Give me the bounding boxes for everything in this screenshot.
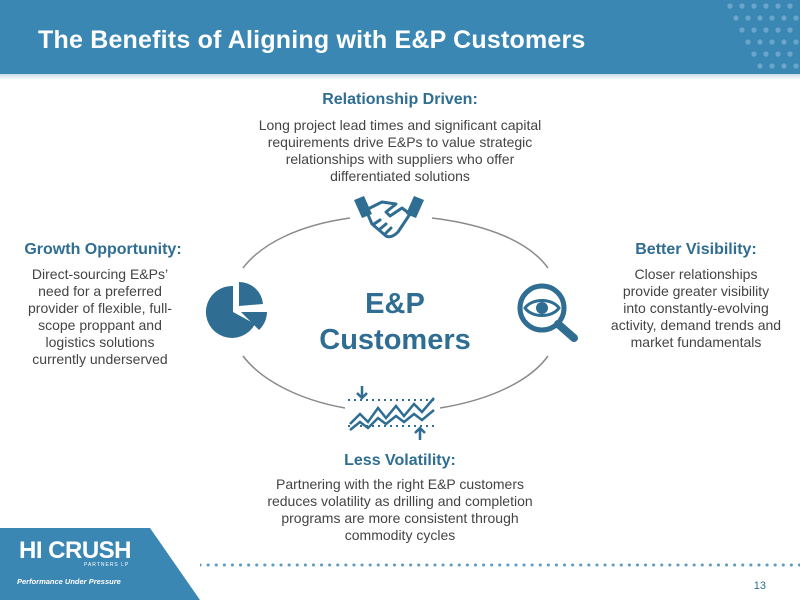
center-line-1: E&P (365, 288, 425, 320)
page-title: The Benefits of Aligning with E&P Custom… (38, 26, 586, 54)
growth-line: scope proppant and (38, 317, 162, 333)
volatility-chart-icon (348, 386, 436, 440)
relationship-line: differentiated solutions (330, 168, 470, 184)
growth-line: logistics solutions (45, 334, 155, 350)
visibility-heading: Better Visibility: (635, 241, 757, 258)
center-label: E&P Customers (290, 286, 500, 358)
decorative-dots (727, 3, 799, 69)
center-line-2: Customers (319, 324, 471, 356)
relationship-line: requirements drive E&Ps to value strateg… (267, 134, 533, 150)
relationship-line: relationships with suppliers who offer (285, 151, 515, 167)
visibility-line: provide greater visibility (622, 283, 770, 299)
visibility-body: Closer relationships provide greater vis… (592, 266, 800, 351)
eye-magnifier-icon (517, 283, 578, 342)
growth-line: currently underserved (32, 351, 168, 367)
volatility-line: programs are more consistent through (281, 510, 519, 526)
company-logo: HI CRUSH (19, 537, 132, 564)
header-shadow (0, 74, 800, 80)
volatility-body: Partnering with the right E&P customers … (215, 476, 585, 544)
handshake-icon (354, 196, 424, 239)
volatility-heading: Less Volatility: (344, 452, 456, 469)
relationship-line: Long project lead times and significant … (258, 117, 542, 133)
page-number: 13 (753, 580, 766, 592)
header-band (0, 0, 800, 74)
growth-line: need for a preferred (38, 283, 162, 299)
logo-tagline: Performance Under Pressure (17, 577, 121, 586)
volatility-line: commodity cycles (344, 527, 456, 543)
pie-chart-icon (205, 281, 267, 338)
visibility-line: Closer relationships (634, 266, 758, 282)
growth-line: provider of flexible, full- (28, 300, 172, 316)
visibility-line: activity, demand trends and (610, 317, 782, 333)
footer-dotted-line (200, 563, 800, 567)
footer-logo-panel (0, 528, 200, 600)
growth-heading: Growth Opportunity: (24, 241, 182, 258)
growth-line: Direct-sourcing E&Ps’ (31, 266, 169, 282)
volatility-line: reduces volatility as drilling and compl… (267, 493, 533, 509)
relationship-heading: Relationship Driven: (322, 91, 478, 108)
visibility-line: into constantly-evolving (623, 300, 769, 316)
visibility-line: market fundamentals (630, 334, 762, 350)
volatility-line: Partnering with the right E&P customers (276, 476, 524, 492)
relationship-body: Long project lead times and significant … (215, 117, 585, 185)
growth-body: Direct-sourcing E&Ps’ need for a preferr… (0, 266, 200, 368)
logo-subtitle: PARTNERS LP (84, 562, 130, 568)
